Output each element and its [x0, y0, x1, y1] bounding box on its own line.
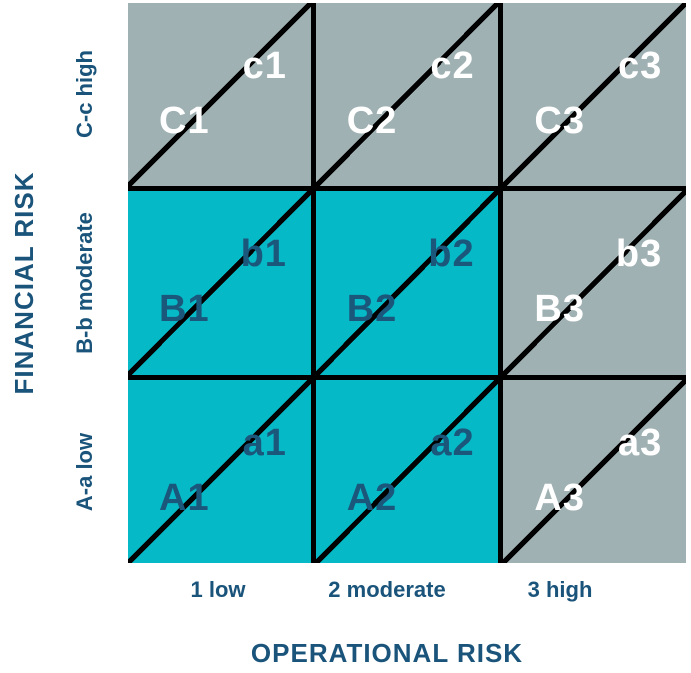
cell-label-C2: C2 [346, 99, 398, 142]
cell-label-a2: a2 [430, 421, 475, 464]
cell-diagonal-line [503, 379, 686, 563]
cell-label-C3: C3 [534, 99, 585, 142]
x-axis-label-moderate: 2 moderate [328, 577, 446, 602]
cell-diagonal-line [503, 3, 686, 187]
cell-label-c3: c3 [617, 44, 663, 87]
cell-label-b3: b3 [615, 233, 663, 276]
cell-label-a3: a3 [617, 421, 663, 464]
cell-label-b1: b1 [240, 233, 287, 276]
cell-diagonal-line [128, 3, 311, 187]
cell-label-A3: A3 [534, 476, 585, 519]
matrix-cell-C2: c2 C2 [315, 3, 499, 187]
matrix-cell-C3: c3 C3 [503, 3, 686, 187]
y-axis-label-low: A-a low [72, 432, 97, 512]
cell-diagonal-line [128, 379, 311, 563]
cell-label-B3: B3 [534, 288, 585, 331]
y-axis-title: FINANCIAL RISK [9, 171, 39, 395]
cell-label-A2: A2 [346, 476, 398, 519]
cell-label-B2: B2 [346, 288, 398, 331]
matrix-cell-C1: c1 C1 [128, 3, 311, 187]
cell-diagonal-line [315, 379, 499, 563]
cell-diagonal-line [503, 191, 686, 375]
cell-diagonal-line [315, 191, 499, 375]
matrix-cell-A3: a3 A3 [503, 379, 686, 563]
risk-matrix-grid: c1 C1 c2 C2 c3 C3 b1 B1 b2 B2 b3 B3 [128, 3, 686, 563]
cell-label-c2: c2 [430, 44, 475, 87]
cell-label-C1: C1 [159, 99, 210, 142]
matrix-cell-A1: a1 A1 [128, 379, 311, 563]
x-axis-title: OPERATIONAL RISK [250, 638, 524, 668]
cell-diagonal-line [315, 3, 499, 187]
x-axis-label-low: 1 low [190, 577, 246, 602]
y-axis-label-high: C-c high [72, 50, 97, 138]
cell-label-B1: B1 [159, 288, 210, 331]
cell-label-c1: c1 [242, 44, 287, 87]
x-axis-label-high: 3 high [527, 577, 593, 602]
cell-label-A1: A1 [159, 476, 210, 519]
matrix-cell-B1: b1 B1 [128, 191, 311, 375]
cell-diagonal-line [128, 191, 311, 375]
cell-label-a1: a1 [242, 421, 287, 464]
matrix-cell-B2: b2 B2 [315, 191, 499, 375]
cell-label-b2: b2 [428, 233, 475, 276]
matrix-cell-B3: b3 B3 [503, 191, 686, 375]
y-axis-label-moderate: B-b moderate [72, 212, 97, 354]
matrix-cell-A2: a2 A2 [315, 379, 499, 563]
